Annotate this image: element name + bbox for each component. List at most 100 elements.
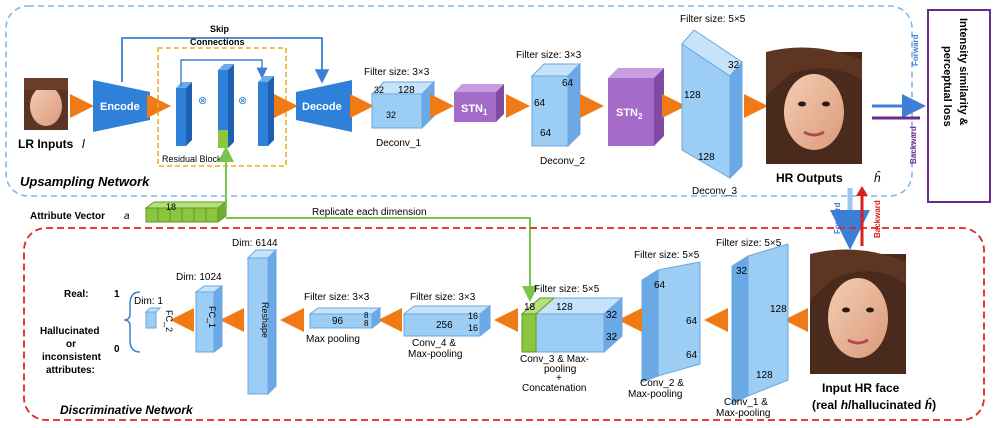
multiply-icon-1: ⊗	[198, 95, 207, 107]
conv2-dim-2: 64	[686, 316, 698, 327]
decode-block	[296, 80, 352, 132]
deconv2-label: Deconv_2	[540, 156, 585, 167]
conv3-label-2: pooling	[544, 364, 576, 375]
conv3-block	[520, 296, 624, 354]
conv3-dim-128: 128	[556, 302, 573, 313]
pool-dim-1: 96	[332, 316, 344, 327]
lr-inputs-symbol: l	[82, 137, 85, 151]
backward-label-mid: Backward	[873, 200, 882, 238]
conv3-label-4: Concatenation	[522, 383, 587, 394]
conv1-label-2: Max-pooling	[716, 408, 770, 419]
conv3-dim-32a: 32	[606, 310, 618, 321]
conv4-label-2: Max-pooling	[408, 349, 462, 360]
deconv2-filter-label: Filter size: 3×3	[516, 50, 582, 61]
attribute-vector-symbol: a	[124, 211, 130, 222]
loss-box	[927, 9, 991, 203]
pool-block	[308, 307, 382, 329]
lr-inputs-label: LR Inputs	[18, 137, 74, 151]
conv4-label-1: Conv_4 &	[412, 338, 456, 349]
deconv1-dim-3: 32	[386, 110, 396, 120]
replicate-line	[226, 217, 538, 302]
fc1-dim-label: Dim: 1024	[176, 272, 222, 283]
skip-connection-line	[121, 37, 330, 84]
stn2-block	[608, 68, 664, 146]
conv3-label-1: Conv_3 & Max-	[520, 354, 589, 365]
pool-label: Max pooling	[306, 334, 360, 345]
residual-layer-1	[176, 82, 192, 146]
reshape-dim-label: Dim: 6144	[232, 238, 278, 249]
residual-skip-line	[180, 59, 268, 86]
pool-dim-3: 8	[364, 319, 369, 328]
conv3-dim-32b: 32	[606, 332, 618, 343]
output-real-value: 1	[114, 289, 120, 300]
fc2-dim-label: Dim: 1	[134, 296, 163, 307]
pool-dim-2: 8	[364, 311, 369, 320]
attribute-vector-size: 18	[166, 202, 176, 212]
hr-output-face-image	[766, 47, 862, 164]
attribute-vector-block	[144, 201, 228, 223]
reshape-label: Reshape	[260, 302, 270, 338]
conv4-dim-1: 256	[436, 320, 453, 331]
conv2-block	[641, 261, 701, 383]
conv1-dim-3: 128	[756, 370, 773, 381]
discriminative-network-box	[23, 227, 985, 421]
conv2-label-1: Conv_2 &	[640, 378, 684, 389]
replicate-label: Replicate each dimension	[312, 207, 427, 218]
deconv2-dim-3: 64	[540, 128, 552, 139]
input-hr-face-sub: (real h/hallucinated ĥ)	[812, 397, 936, 412]
deconv3-label: Deconv_3	[692, 186, 737, 197]
deconv2-dim-1: 64	[562, 78, 574, 89]
conv4-filter-label: Filter size: 3×3	[410, 292, 476, 303]
backward-label-top: Backward	[909, 126, 918, 164]
deconv1-filter-label: Filter size: 3×3	[364, 67, 430, 78]
output-real-label: Real:	[64, 289, 88, 300]
forward-label-mid: Forward	[833, 202, 842, 234]
conv1-block	[731, 243, 789, 405]
loss-label-1: Intensity similarity &	[957, 18, 969, 126]
fc2-label: FC_2	[164, 310, 174, 332]
arrow-backward-up-head	[856, 186, 868, 196]
deconv3-dim-1: 32	[728, 60, 740, 71]
output-fake-value: 0	[114, 344, 120, 355]
conv3-label-3: +	[556, 373, 562, 384]
output-fake-label-4: attributes:	[46, 365, 95, 376]
conv1-dim-2: 128	[770, 304, 787, 315]
skip-label-1: Skip	[210, 24, 230, 34]
conv3-filter-label: Filter size: 5×5	[534, 284, 600, 295]
attribute-vector-label: Attribute Vector	[30, 211, 105, 222]
decode-label: Decode	[302, 101, 342, 113]
output-fake-label-2: or	[66, 339, 76, 350]
deconv3-block	[681, 29, 743, 180]
conv2-dim-1: 64	[654, 280, 666, 291]
stn1-label: STN1	[461, 103, 488, 117]
hr-outputs-label: HR Outputs	[776, 171, 843, 185]
encode-label: Encode	[100, 101, 140, 113]
conv4-dim-3: 16	[468, 323, 478, 333]
discriminative-network-label: Discriminative Network	[60, 403, 194, 417]
deconv3-filter-label: Filter size: 5×5	[680, 14, 746, 25]
conv3-dim-18: 18	[524, 302, 536, 313]
multiply-icon-2: ⊗	[238, 95, 247, 107]
hr-outputs-symbol: ĥ	[874, 170, 881, 185]
deconv1-dim-1: 128	[398, 85, 415, 96]
conv2-label-2: Max-pooling	[628, 389, 682, 400]
reshape-block	[246, 248, 278, 396]
deconv2-dim-2: 64	[534, 98, 546, 109]
conv4-dim-2: 16	[468, 311, 478, 321]
stn1-block	[454, 84, 504, 122]
conv2-dim-3: 64	[686, 350, 698, 361]
conv1-filter-label: Filter size: 5×5	[716, 238, 782, 249]
output-brace	[123, 291, 141, 353]
conv1-label-1: Conv_1 &	[724, 397, 768, 408]
deconv2-block	[530, 62, 582, 148]
output-fake-label-3: inconsistent	[42, 352, 102, 363]
loss-label-2: perceptual loss	[941, 46, 953, 127]
input-hr-face-label: Input HR face	[822, 381, 900, 395]
conv2-filter-label: Filter size: 5×5	[634, 250, 700, 261]
fc1-block	[194, 285, 224, 353]
skip-label-2: Connections	[190, 37, 245, 47]
upsampling-network-label: Upsampling Network	[20, 174, 150, 189]
fc2-block	[144, 307, 162, 329]
deconv3-dim-3: 128	[698, 152, 715, 163]
deconv1-dim-2: 32	[374, 85, 384, 95]
